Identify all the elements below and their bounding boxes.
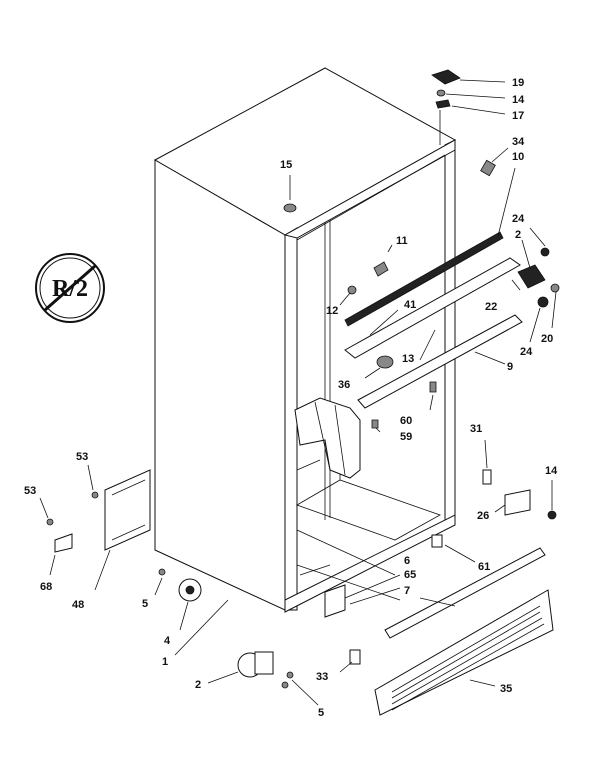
label-1: 1 <box>162 656 168 668</box>
label-2a: 2 <box>515 229 521 241</box>
label-65: 65 <box>404 569 416 581</box>
top-hinge-parts <box>431 69 506 115</box>
air-duct <box>294 397 361 479</box>
label-20: 20 <box>541 333 553 345</box>
cabinet-left-side <box>154 159 286 611</box>
label-68: 68 <box>40 581 52 593</box>
label-14b: 14 <box>545 465 558 477</box>
bracket-61 <box>431 534 443 548</box>
bracket-41 <box>344 257 521 359</box>
screw-15 <box>283 203 297 213</box>
washer-24b <box>537 296 549 308</box>
pin-20 <box>550 283 560 293</box>
screw-59 <box>371 419 379 429</box>
r2-logo-text: R/2 <box>52 276 88 302</box>
hinge-bracket <box>435 99 451 109</box>
r2-logo: R/2 <box>35 253 105 323</box>
screw-60 <box>429 381 437 393</box>
screw-53a <box>91 491 99 499</box>
right-hinge-parts <box>511 227 560 343</box>
roller-parts <box>154 568 229 656</box>
washer-24a <box>540 247 550 257</box>
label-13: 13 <box>402 353 414 365</box>
upper-rail-parts <box>339 167 521 359</box>
label-59: 59 <box>400 431 412 443</box>
cabinet-left-rail <box>284 227 298 611</box>
label-34: 34 <box>512 136 525 148</box>
label-19: 19 <box>512 77 524 89</box>
front-roller-parts <box>207 651 319 706</box>
hinge-screw <box>436 89 446 97</box>
label-26: 26 <box>477 510 489 522</box>
hinge-2a <box>517 264 546 289</box>
roller-bracket <box>254 651 274 675</box>
grille-35 <box>374 589 554 716</box>
label-60: 60 <box>400 415 412 427</box>
label-53b: 53 <box>24 485 36 497</box>
plug-36 <box>376 355 394 369</box>
label-33: 33 <box>316 671 328 683</box>
label-24a: 24 <box>512 213 525 225</box>
label-61: 61 <box>478 561 490 573</box>
left-bracket-parts <box>39 464 151 591</box>
nut-14b <box>547 510 557 520</box>
right-lower-parts <box>482 439 557 520</box>
clip-11 <box>373 261 389 277</box>
cabinet-top-rail <box>283 139 456 239</box>
clip-31 <box>482 469 492 485</box>
label-17: 17 <box>512 110 524 122</box>
label-22: 22 <box>485 301 497 313</box>
callout-labels: 19 14 17 34 10 15 11 24 2 12 41 22 20 24… <box>24 77 558 719</box>
cabinet-right-rail <box>444 139 456 531</box>
screw-5b1 <box>286 671 294 679</box>
rail-10 <box>344 231 504 327</box>
label-10: 10 <box>512 151 524 163</box>
bracket-9 <box>357 314 523 409</box>
label-2b: 2 <box>195 679 201 691</box>
lower-bracket-parts <box>357 314 523 433</box>
clip-33 <box>349 649 361 665</box>
label-12: 12 <box>326 305 338 317</box>
label-24b: 24 <box>520 346 533 358</box>
toe-grille-parts <box>339 547 554 716</box>
label-9: 9 <box>507 361 513 373</box>
bracket-26 <box>504 489 531 516</box>
label-31: 31 <box>470 423 482 435</box>
grille-strip-7 <box>384 547 546 639</box>
label-15: 15 <box>280 159 292 171</box>
label-5b: 5 <box>318 707 324 719</box>
screw-53b <box>46 518 54 526</box>
label-36: 36 <box>338 379 350 391</box>
label-35: 35 <box>500 683 512 695</box>
label-48: 48 <box>72 599 84 611</box>
cabinet <box>153 67 457 613</box>
label-11: 11 <box>396 235 408 247</box>
label-53a: 53 <box>76 451 88 463</box>
bracket-65 <box>324 584 346 618</box>
label-7: 7 <box>404 585 410 597</box>
label-41: 41 <box>404 299 416 311</box>
label-4: 4 <box>164 635 171 647</box>
bracket-48 <box>104 469 151 551</box>
label-14a: 14 <box>512 94 525 106</box>
cap-34 <box>480 159 496 177</box>
screw-5b2 <box>281 681 289 689</box>
hinge-cover <box>431 69 461 85</box>
label-5a: 5 <box>142 598 148 610</box>
label-6: 6 <box>404 555 410 567</box>
clip-68 <box>54 533 73 553</box>
screw-12 <box>347 285 357 295</box>
screw-5a <box>158 568 166 576</box>
